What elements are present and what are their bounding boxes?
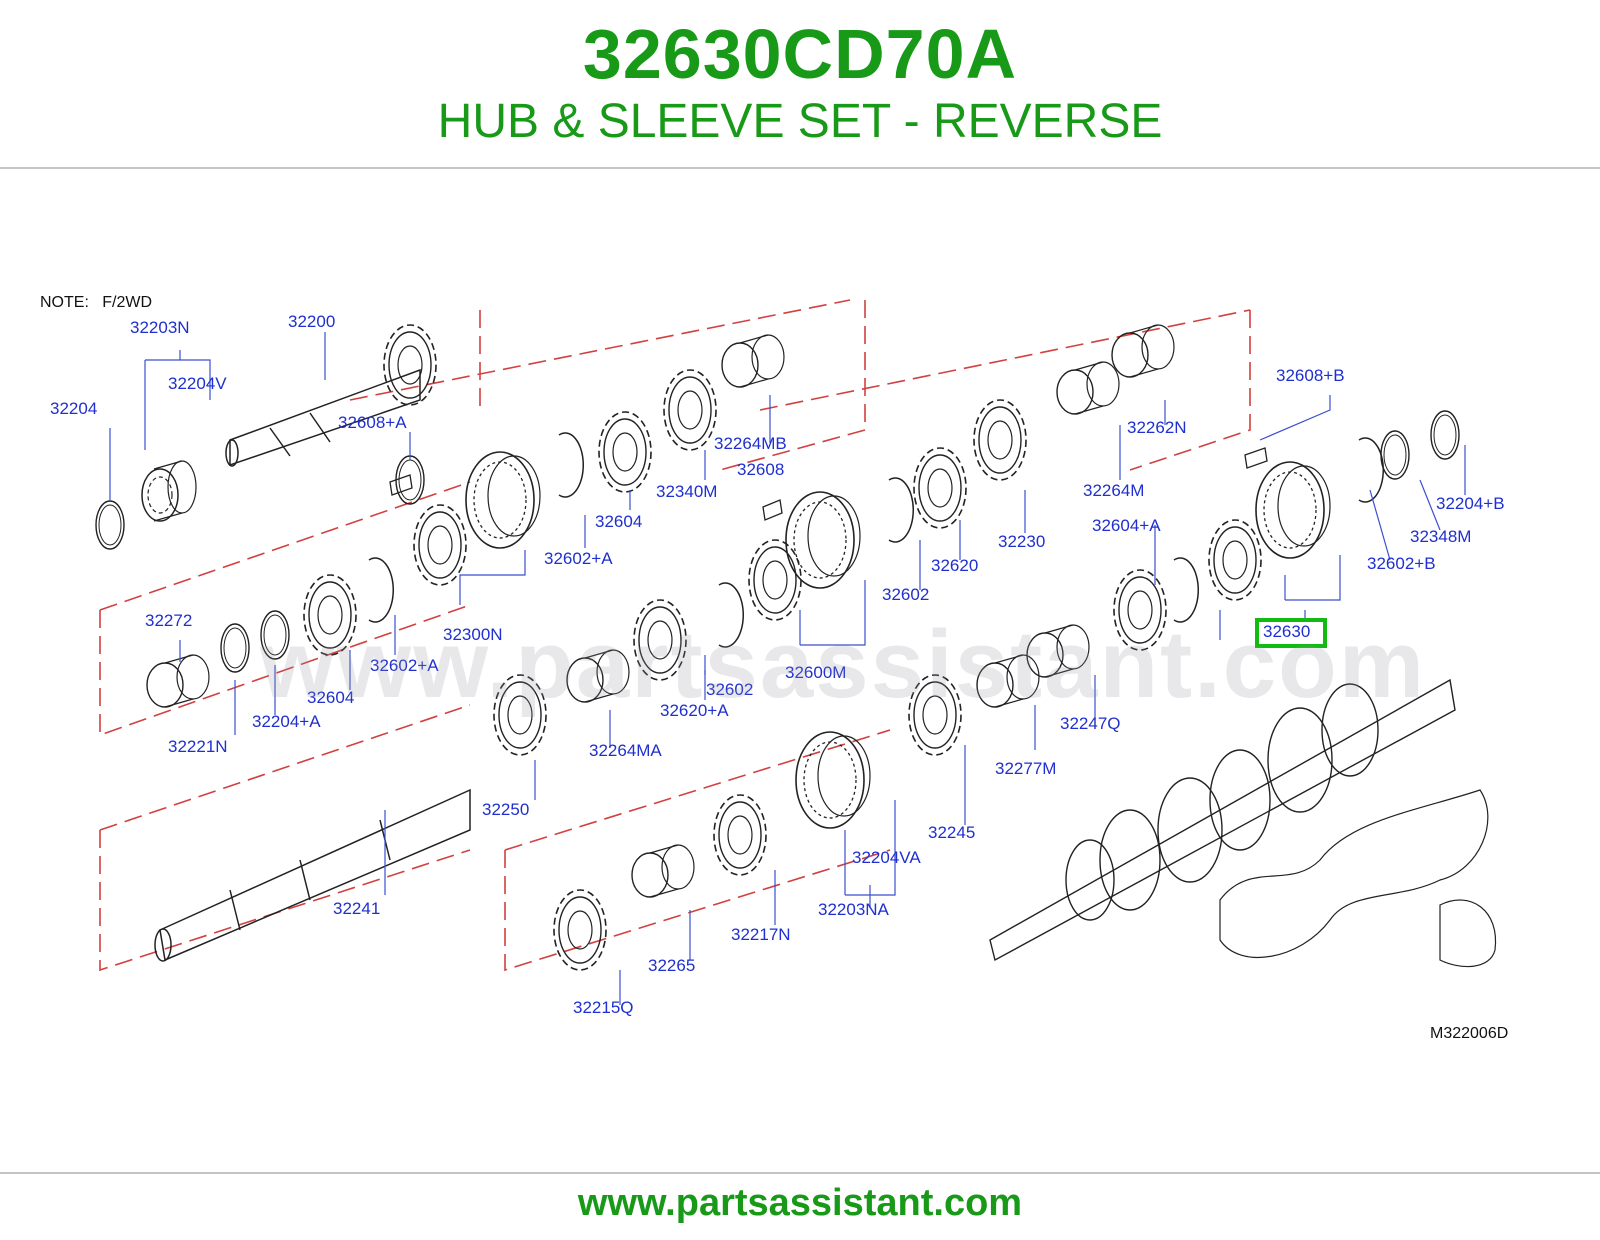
gear-icon	[973, 399, 1027, 481]
part-label[interactable]: 32602+A	[544, 549, 613, 568]
sleeve-icon	[465, 451, 541, 549]
insert-key-icons	[389, 447, 1268, 521]
gear-icon	[413, 504, 467, 586]
part-label[interactable]: 32204+A	[252, 712, 321, 731]
hub-icon	[598, 411, 652, 493]
part-label[interactable]: 32608+A	[338, 413, 407, 432]
spring-icon	[558, 432, 585, 498]
leader-lines	[109, 332, 1466, 1005]
part-label[interactable]: 32264M	[1083, 481, 1145, 500]
part-label[interactable]: 32340M	[656, 482, 718, 501]
bushing-icon	[631, 844, 695, 898]
part-label[interactable]: 32247Q	[1060, 714, 1121, 733]
snap-ring-icon	[95, 500, 125, 550]
counter-shaft-32241	[154, 788, 471, 962]
part-label[interactable]: 32221N	[168, 737, 228, 756]
footer-url[interactable]: www.partsassistant.com	[577, 1182, 1023, 1224]
diagram-code: M322006D	[1430, 1025, 1509, 1042]
part-label[interactable]: 32264MA	[589, 741, 662, 760]
gear-icon	[748, 539, 802, 621]
watermark: www.partsassistant.com	[260, 611, 1427, 718]
part-label[interactable]: 32620	[931, 556, 979, 575]
insert-icon	[395, 455, 425, 505]
hub-icon	[913, 447, 967, 529]
part-label[interactable]: 32604	[307, 688, 355, 707]
part-label[interactable]: 32262N	[1127, 418, 1187, 437]
part-label[interactable]: 32217N	[731, 925, 791, 944]
header-divider	[0, 167, 1600, 169]
part-label[interactable]: 32300N	[443, 625, 503, 644]
thrust-washer-icon	[1380, 430, 1410, 480]
part-label[interactable]: 32204+B	[1436, 494, 1505, 513]
part-label[interactable]: 32604+A	[1092, 516, 1161, 535]
part-label-highlighted[interactable]: 32630	[1263, 622, 1311, 641]
snap-ring-icon	[1430, 410, 1460, 460]
assembled-shaft	[989, 678, 1456, 962]
part-label[interactable]: 32602	[706, 680, 754, 699]
part-label[interactable]: 32600M	[785, 663, 847, 682]
part-label[interactable]: 32200	[288, 312, 336, 331]
part-label[interactable]: 32265	[648, 956, 696, 975]
bearing-icon	[141, 460, 197, 522]
part-label[interactable]: 32602	[882, 585, 930, 604]
part-label[interactable]: 32348M	[1410, 527, 1472, 546]
snap-ring-icon	[220, 623, 250, 673]
footer-divider	[0, 1172, 1600, 1174]
part-label[interactable]: 32204	[50, 399, 98, 418]
spring-icon	[888, 477, 915, 543]
part-label[interactable]: 32272	[145, 611, 193, 630]
part-label[interactable]: 32277M	[995, 759, 1057, 778]
part-label[interactable]: 32604	[595, 512, 643, 531]
highlight-box	[1255, 618, 1327, 648]
part-title: HUB & SLEEVE SET - REVERSE	[437, 95, 1163, 148]
diagram-drawing	[95, 299, 1497, 1005]
bushing-icon	[1111, 324, 1175, 378]
sleeve-icon	[785, 491, 861, 589]
bearing-icon	[795, 731, 871, 829]
part-label[interactable]: 32264MB	[714, 434, 787, 453]
part-label[interactable]: 32204V	[168, 374, 227, 393]
gear-icon	[553, 889, 607, 971]
part-label[interactable]: 32602+B	[1367, 554, 1436, 573]
sleeve-icon	[1255, 461, 1331, 559]
hub-icon	[1208, 519, 1262, 601]
part-label[interactable]: 32203N	[130, 318, 190, 337]
part-label[interactable]: 32602+A	[370, 656, 439, 675]
part-label[interactable]: 32620+A	[660, 701, 729, 720]
part-label[interactable]: 32608+B	[1276, 366, 1345, 385]
part-number: 32630CD70A	[582, 15, 1018, 93]
main-shaft-32200	[225, 368, 421, 467]
needle-bearing-icon	[721, 334, 785, 388]
gear-icon	[663, 369, 717, 451]
gear-icon	[383, 324, 437, 406]
part-label[interactable]: 32245	[928, 823, 976, 842]
diagram-note: NOTE: F/2WD	[40, 294, 152, 311]
part-label[interactable]: 32215Q	[573, 998, 634, 1017]
part-label[interactable]: 32203NA	[818, 900, 889, 919]
needle-bearing-icon	[146, 654, 210, 708]
part-label[interactable]: 32608	[737, 460, 785, 479]
header: 32630CD70A HUB & SLEEVE SET - REVERSE	[0, 0, 1600, 170]
needle-bearing-icon	[1056, 361, 1120, 415]
part-label[interactable]: 32241	[333, 899, 381, 918]
part-label[interactable]: 32250	[482, 800, 530, 819]
part-label[interactable]: 32230	[998, 532, 1046, 551]
case-outline	[1219, 789, 1497, 968]
gear-icon	[713, 794, 767, 876]
part-label[interactable]: 32204VA	[852, 848, 921, 867]
parts-diagram: NOTE: F/2WD 32203N 32200 32204V 32204 32…	[0, 170, 1600, 1170]
